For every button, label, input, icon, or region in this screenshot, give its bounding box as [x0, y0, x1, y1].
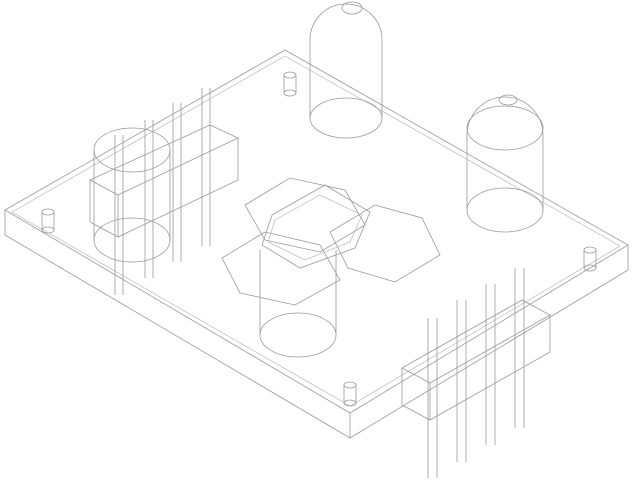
cylinder-left: [93, 127, 171, 263]
cylinder-front: [259, 250, 337, 358]
rod-bracket-right: [401, 268, 551, 478]
domed-cylinder-back: [309, 1, 383, 139]
corner-pegs: [41, 71, 597, 407]
rod-bracket-left: [89, 88, 239, 295]
domed-cylinder-right: [466, 94, 544, 233]
hexagon-pattern: [221, 177, 441, 306]
base-plate: [4, 49, 629, 439]
